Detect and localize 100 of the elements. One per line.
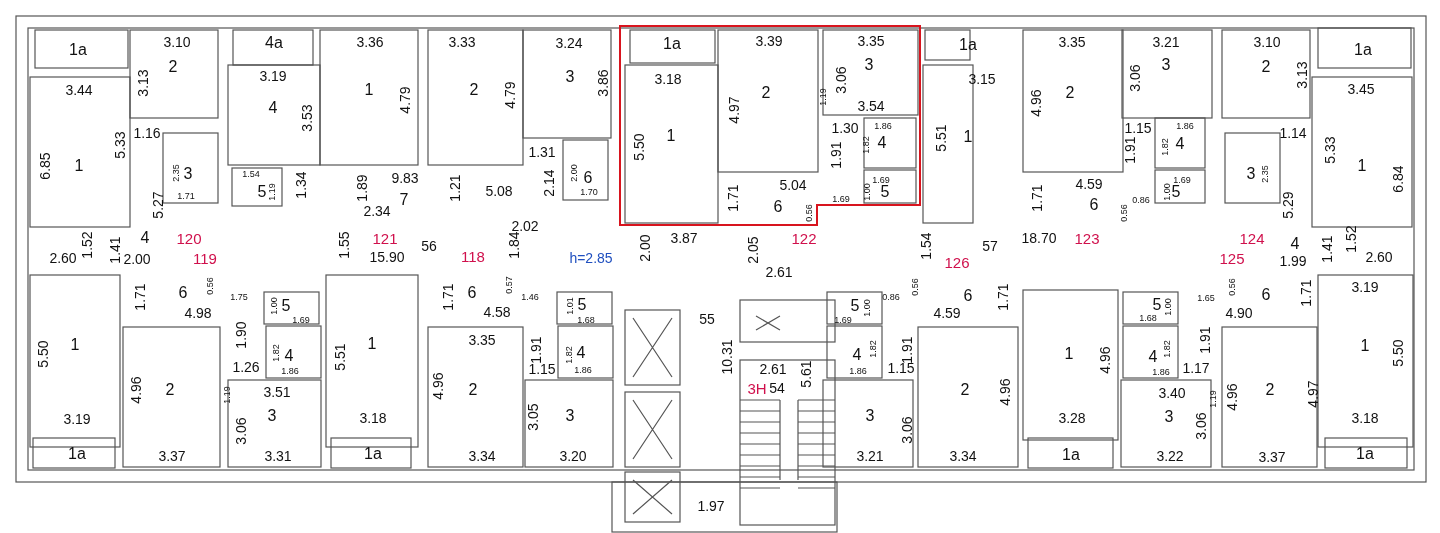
dimension-label: 1.21 bbox=[448, 174, 462, 202]
dimension-label: 2.61 bbox=[765, 265, 793, 279]
dimension-label: 4.98 bbox=[184, 306, 212, 320]
dimension-label: 2.60 bbox=[49, 251, 77, 265]
room-number: 4 bbox=[1148, 349, 1158, 365]
dimension-label: 1.91 bbox=[1123, 136, 1137, 164]
dimension-label: 0.86 bbox=[882, 292, 900, 302]
dimension-label: 4.96 bbox=[1225, 383, 1239, 411]
dimension-label: 3.35 bbox=[857, 34, 885, 48]
dimension-label: 2.61 bbox=[759, 362, 787, 376]
dimension-label: 1.84 bbox=[507, 231, 521, 259]
room-number: 3 bbox=[865, 408, 875, 424]
dimension-label: 5.50 bbox=[632, 133, 646, 161]
dimension-label: 1.41 bbox=[108, 236, 122, 264]
room-number: 2 bbox=[468, 382, 478, 398]
apartment-number: 121 bbox=[372, 230, 398, 246]
dimension-label: 57 bbox=[982, 239, 998, 253]
dimension-label: 1.26 bbox=[232, 360, 260, 374]
dimension-label: 1.69 bbox=[872, 175, 890, 185]
dimension-label: 4.96 bbox=[1029, 89, 1043, 117]
dimension-label: 1.71 bbox=[133, 283, 147, 311]
dimension-label: 3.34 bbox=[468, 449, 496, 463]
dimension-label: 1.82 bbox=[271, 344, 281, 362]
dimension-label: 1.31 bbox=[528, 145, 556, 159]
dimension-label: 4.97 bbox=[1306, 380, 1320, 408]
dimension-label: 1.89 bbox=[355, 174, 369, 202]
dimension-label: 0.56 bbox=[1119, 204, 1129, 222]
dimension-label: 3.19 bbox=[259, 69, 287, 83]
room-number: 1 bbox=[1064, 346, 1074, 362]
dimension-label: 1.75 bbox=[230, 292, 248, 302]
dimension-label: 1.91 bbox=[900, 336, 914, 364]
dimension-label: 0.57 bbox=[504, 276, 514, 294]
dimension-label: 1.71 bbox=[441, 283, 455, 311]
dimension-label: 1.71 bbox=[726, 184, 740, 212]
dimension-label: 2.35 bbox=[1260, 165, 1270, 183]
dimension-label: 3.13 bbox=[136, 69, 150, 97]
room-number: 2 bbox=[1265, 382, 1275, 398]
dimension-label: 1.82 bbox=[868, 340, 878, 358]
room-number: 1 bbox=[364, 82, 374, 98]
apartment-number: 126 bbox=[944, 254, 970, 270]
dimension-label: 1.69 bbox=[832, 194, 850, 204]
room-number: 2 bbox=[1261, 59, 1271, 75]
dimension-label: 3.24 bbox=[555, 36, 583, 50]
room-number: 1a bbox=[68, 446, 86, 462]
apartment-number: 122 bbox=[791, 230, 817, 246]
dimension-label: 1.68 bbox=[1139, 313, 1157, 323]
room-number: 4 bbox=[1175, 136, 1185, 152]
dimension-label: 3.20 bbox=[559, 449, 587, 463]
dimension-label: 1.91 bbox=[1198, 326, 1212, 354]
room-number: 1a bbox=[364, 446, 382, 462]
dimension-label: 3.53 bbox=[300, 104, 314, 132]
room-number: 6 bbox=[583, 170, 593, 186]
room-number: 4 bbox=[877, 135, 887, 151]
ceiling-height-label: h=2.85 bbox=[569, 251, 613, 265]
dimension-label: 1.54 bbox=[242, 169, 260, 179]
dimension-label: 4.79 bbox=[503, 81, 517, 109]
dimension-label: 3.06 bbox=[234, 417, 248, 445]
apartment-number: 118 bbox=[461, 248, 485, 264]
dimension-label: 2.34 bbox=[363, 204, 391, 218]
room-number: 3 bbox=[1161, 57, 1171, 73]
dimension-label: 9.83 bbox=[391, 171, 419, 185]
dimension-label: 4.79 bbox=[398, 86, 412, 114]
dimension-label: 0.56 bbox=[804, 204, 814, 222]
room-number: 5 bbox=[1152, 297, 1162, 313]
dimension-label: 3.35 bbox=[468, 333, 496, 347]
dimension-label: 3.06 bbox=[834, 66, 848, 94]
dimension-label: 2.05 bbox=[746, 236, 760, 264]
room-number: 3 bbox=[183, 166, 193, 182]
dimension-label: 1.86 bbox=[849, 366, 867, 376]
dimension-label: 6.85 bbox=[38, 152, 52, 180]
dimension-label: 1.00 bbox=[269, 297, 279, 315]
dimension-label: 5.08 bbox=[485, 184, 513, 198]
dimension-label: 1.86 bbox=[1152, 367, 1170, 377]
room-number: 4 bbox=[140, 230, 150, 246]
dimension-label: 3.19 bbox=[63, 412, 91, 426]
room-number: 3 bbox=[864, 57, 874, 73]
dimension-label: 3.18 bbox=[1351, 411, 1379, 425]
dimension-label: 1.00 bbox=[1163, 298, 1173, 316]
dimension-label: 15.90 bbox=[369, 250, 405, 264]
apartment-number: 3Н bbox=[747, 380, 767, 396]
dimension-label: 3.34 bbox=[949, 449, 977, 463]
dimension-label: 3.87 bbox=[670, 231, 698, 245]
dimension-label: 4.96 bbox=[129, 376, 143, 404]
apartment-number: 120 bbox=[176, 230, 202, 246]
dimension-label: 5.27 bbox=[151, 191, 165, 219]
dimension-label: 1.15 bbox=[528, 362, 556, 376]
dimension-label: 1.68 bbox=[577, 315, 595, 325]
room-number: 1a bbox=[959, 37, 977, 53]
dimension-label: 2.00 bbox=[638, 234, 652, 262]
dimension-label: 0.86 bbox=[1132, 195, 1150, 205]
dimension-label: 5.33 bbox=[1323, 136, 1337, 164]
dimension-label: 1.17 bbox=[1182, 361, 1210, 375]
room-number: 5 bbox=[880, 184, 890, 200]
room-number: 3 bbox=[267, 408, 277, 424]
apartment-number: 123 bbox=[1074, 230, 1100, 246]
room-number: 6 bbox=[467, 285, 477, 301]
room-number: 5 bbox=[281, 298, 291, 314]
dimension-label: 5.33 bbox=[113, 131, 127, 159]
room-number: 1 bbox=[70, 337, 80, 353]
dimension-label: 3.06 bbox=[1128, 64, 1142, 92]
